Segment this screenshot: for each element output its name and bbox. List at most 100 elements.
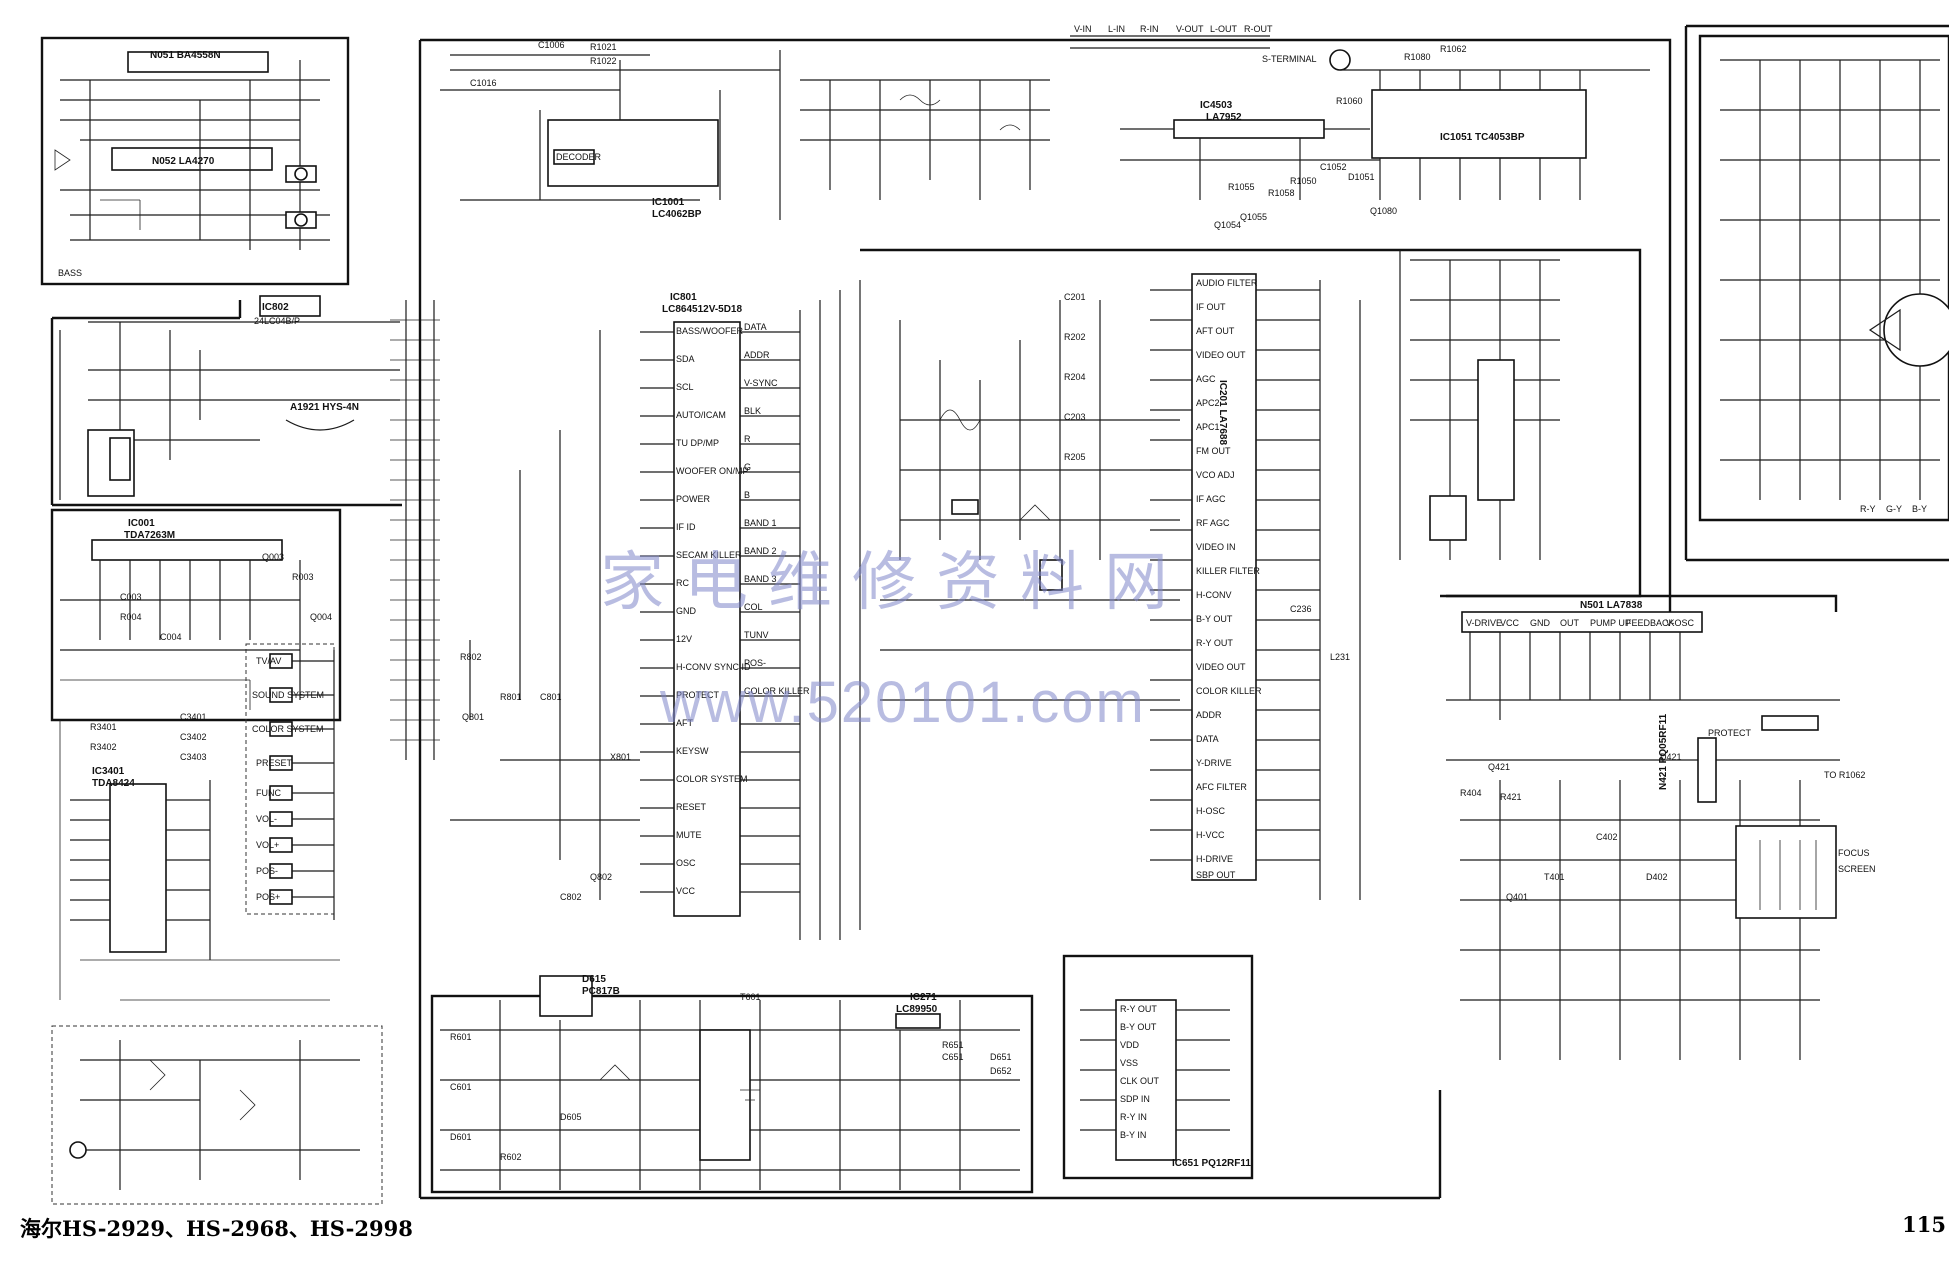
key-tvav: TV/AV	[256, 656, 281, 666]
ic1001-label: IC1001	[652, 197, 685, 208]
screen-label: SCREEN	[1838, 864, 1876, 874]
ic801-pin-label-9: RC	[676, 578, 689, 588]
decoder-label: DECODER	[556, 152, 602, 162]
part-c004: C004	[160, 632, 182, 642]
n421-label: N421 PQ05RF11	[1658, 713, 1669, 790]
ic801-pin-label-19: OSC	[676, 858, 696, 868]
part-c402: C402	[1596, 832, 1618, 842]
part-r801: R801	[500, 692, 522, 702]
part-r651: R651	[942, 1040, 964, 1050]
part-r421: R421	[1500, 792, 1522, 802]
key-sound-system: SOUND SYSTEM	[252, 690, 324, 700]
part-q1054: Q1054	[1214, 220, 1241, 230]
part-d605: D605	[560, 1112, 582, 1122]
microcontroller-block: IC801 LC864512V-5D18 BASS/WOOFER SDA SCL…	[450, 280, 861, 940]
ic651-part: LC89950	[896, 1004, 938, 1015]
ic801-part: LC864512V-5D18	[662, 304, 742, 315]
key-pos-plus: POS+	[256, 892, 280, 902]
bass-label: BASS	[58, 268, 82, 278]
page-number: 115	[1902, 1212, 1946, 1237]
part-r3401: R3401	[90, 722, 117, 732]
ic201-pin-label-17: COLOR KILLER	[1196, 686, 1262, 696]
keyboard-block: TV/AV SOUND SYSTEM COLOR SYSTEM PRESET F…	[245, 643, 335, 920]
ic801-right-pin-label-5: G	[744, 462, 751, 472]
part-q1080: Q1080	[1370, 206, 1397, 216]
bass-amp-block: N051 BA4558N N052 LA4270 BASS	[40, 36, 350, 286]
sound-processor-block: IC3401 TDA8424	[59, 720, 340, 1001]
ic801-pin-label-1: SDA	[676, 354, 695, 364]
crt-label-1: G-Y	[1886, 504, 1902, 514]
ic801-pin-label-3: AUTO/ICAM	[676, 410, 726, 420]
ic201-pin-label-19: DATA	[1196, 734, 1219, 744]
ic801-label: IC801	[670, 292, 697, 303]
ic271-label: IC651 PQ12RF11	[1172, 1158, 1251, 1169]
ic201-pin-label-16: VIDEO OUT	[1196, 662, 1246, 672]
part-c651: C651	[942, 1052, 964, 1062]
ic801-right-pin-label-3: BLK	[744, 406, 761, 416]
s-terminal-label: S-TERMINAL	[1262, 54, 1317, 64]
ic271-pin-label-2: VDD	[1120, 1040, 1140, 1050]
key-preset: PRESET	[256, 758, 293, 768]
crt-label-2: B-Y	[1912, 504, 1927, 514]
av-jack-strip: V-IN L-IN R-IN V-OUT L-OUT R-OUT S-TERMI…	[1070, 24, 1351, 71]
ic201-pin-label-10: RF AGC	[1196, 518, 1230, 528]
n052-label: N052 LA4270	[152, 156, 215, 167]
ic801-right-pins	[740, 331, 800, 893]
watermark-site-name: 家电维修资料网	[600, 546, 1188, 620]
part-d652: D652	[990, 1066, 1012, 1076]
ic801-right-pin-label-1: ADDR	[744, 350, 770, 360]
part-d601: D601	[450, 1132, 472, 1142]
part-c236: C236	[1290, 604, 1312, 614]
jack-r-in: R-IN	[1140, 24, 1159, 34]
key-vol-minus: VOL-	[256, 814, 277, 824]
ic801-right-pin-label-10: COL	[744, 602, 763, 612]
part-r202: R202	[1064, 332, 1086, 342]
n501-label: N501 LA7838	[1580, 600, 1643, 611]
ic801-pin-label-2: SCL	[676, 382, 694, 392]
jack-r-out: R-OUT	[1244, 24, 1273, 34]
if-filter-block	[800, 79, 1050, 200]
jack-l-in: L-IN	[1108, 24, 1125, 34]
ic3401-label: IC3401	[92, 766, 125, 777]
ic4503-part: LA7952	[1206, 112, 1242, 123]
ic271-pin-label-0: R-Y OUT	[1120, 1004, 1157, 1014]
ic201-pin-label-20: Y-DRIVE	[1196, 758, 1232, 768]
ic201-pin-label-23: H-VCC	[1196, 830, 1225, 840]
part-q802: Q802	[590, 872, 612, 882]
part-r003: R003	[292, 572, 314, 582]
ic201-pin-label-21: AFC FILTER	[1196, 782, 1247, 792]
part-c802: C802	[560, 892, 582, 902]
part-c1006: C1006	[538, 40, 565, 50]
av-io-block: IC802 24LC04B/P A1921 HYS-4N	[50, 295, 402, 507]
ic801-pin-label-0: BASS/WOOFER	[676, 326, 744, 336]
ic201-pin-label-11: VIDEO IN	[1196, 542, 1236, 552]
crt-label-0: R-Y	[1860, 504, 1876, 514]
part-c801: C801	[540, 692, 562, 702]
watermark-url: www.520101.com	[659, 670, 1146, 735]
part-r802: R802	[460, 652, 482, 662]
key-color-system: COLOR SYSTEM	[252, 724, 324, 734]
ic201-pin-label-22: H-OSC	[1196, 806, 1226, 816]
part-q801: Q801	[462, 712, 484, 722]
watermark: 家电维修资料网 www.520101.com	[600, 546, 1188, 735]
ic201-pin-label-14: B-Y OUT	[1196, 614, 1233, 624]
rf-agc-block	[1410, 259, 1560, 560]
part-c003: C003	[120, 592, 142, 602]
ic271-pin-label-7: B-Y IN	[1120, 1130, 1146, 1140]
ic801-pin-label-11: 12V	[676, 634, 692, 644]
ic271-pin-label-3: VSS	[1120, 1058, 1138, 1068]
ic801-pin-label-6: POWER	[676, 494, 711, 504]
part-r3402: R3402	[90, 742, 117, 752]
ic802-part: 24LC04B/P	[254, 316, 300, 326]
part-q003: Q003	[262, 552, 284, 562]
ic201-pin-label-5: APC2	[1196, 398, 1220, 408]
ic201-pin-label-1: IF OUT	[1196, 302, 1226, 312]
ic271-pin-label-1: B-Y OUT	[1120, 1022, 1157, 1032]
ic801-right-pin-label-9: BAND 3	[744, 574, 777, 584]
part-r1062: R1062	[1440, 44, 1467, 54]
part-c3401: C3401	[180, 712, 207, 722]
d615-part: PC817B	[582, 986, 620, 997]
ic801-right-pin-label-6: B	[744, 490, 750, 500]
ic801-pin-label-7: IF ID	[676, 522, 696, 532]
av-switch-block: IC4503 LA7952 IC1051 TC4053BP	[1120, 69, 1650, 200]
